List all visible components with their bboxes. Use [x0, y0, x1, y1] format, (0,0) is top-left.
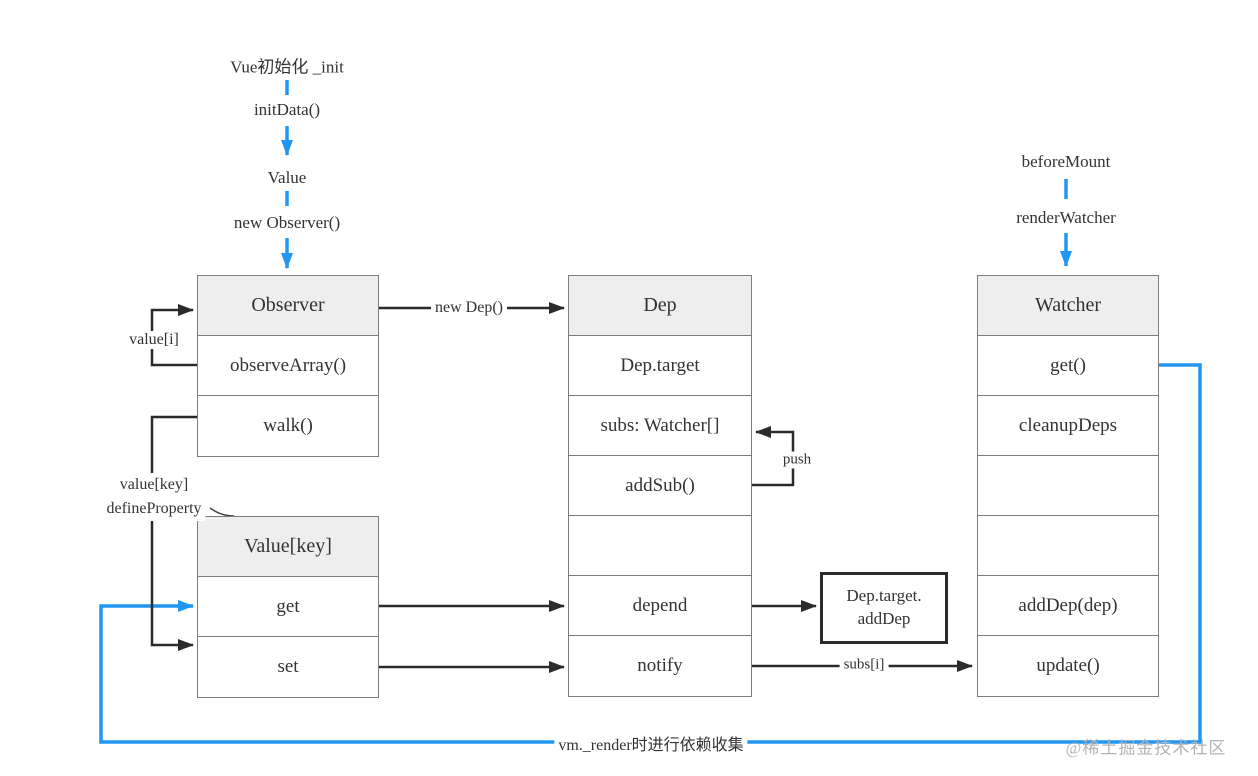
dep-depend-row: depend [569, 576, 751, 636]
label-defineproperty: defineProperty [106, 500, 202, 517]
observer-class-title: Observer [198, 276, 378, 336]
watcher-update-row: update() [978, 636, 1158, 696]
watcher-class-box: Watcher get() cleanupDeps addDep(dep) up… [977, 275, 1159, 697]
label-push: push [778, 451, 816, 469]
callout-line2: addDep [857, 609, 911, 628]
label-renderwatcher: renderWatcher [1012, 208, 1120, 228]
label-new-dep: new Dep() [431, 299, 507, 317]
label-new-observer: new Observer() [229, 213, 345, 233]
label-value: Value [263, 168, 311, 188]
dep-class-box: Dep Dep.target subs: Watcher[] addSub() … [568, 275, 752, 697]
dep-class-title: Dep [569, 276, 751, 336]
watcher-adddep-row: addDep(dep) [978, 576, 1158, 636]
init-flow-arrows [281, 80, 1072, 269]
dep-target-adddep-callout: Dep.target. addDep [820, 572, 948, 644]
defineproperty-leader-line [209, 507, 235, 517]
label-render-collect: vm._render时进行依赖收集 [554, 731, 748, 755]
dep-empty-row [569, 516, 751, 576]
arrow-walk-to-set [150, 415, 197, 651]
watcher-get-row: get() [978, 336, 1158, 396]
observer-method-observearray: observeArray() [198, 336, 378, 396]
label-valuekey-defineproperty: value[key] defineProperty [102, 473, 206, 521]
label-subs-i: subs[i] [839, 656, 889, 674]
label-vue-init: Vue初始化 _init [226, 52, 348, 78]
watcher-empty-row-1 [978, 456, 1158, 516]
valuekey-class-title: Value[key] [198, 517, 378, 577]
valuekey-class-box: Value[key] get set [197, 516, 379, 698]
watcher-class-title: Watcher [978, 276, 1158, 336]
juejin-watermark: @稀土掘金技术社区 [1065, 738, 1227, 758]
dep-notify-row: notify [569, 636, 751, 696]
observer-method-walk: walk() [198, 396, 378, 456]
label-beforemount: beforeMount [1017, 152, 1115, 172]
label-value-key: value[key] [119, 476, 189, 493]
dep-subs-row: subs: Watcher[] [569, 396, 751, 456]
valuekey-setter-row: set [198, 637, 378, 697]
label-value-i: value[i] [125, 331, 183, 349]
watcher-empty-row-2 [978, 516, 1158, 576]
dep-target-row: Dep.target [569, 336, 751, 396]
label-initdata: initData() [249, 100, 325, 120]
valuekey-getter-row: get [198, 577, 378, 637]
watcher-cleanupdeps-row: cleanupDeps [978, 396, 1158, 456]
observer-class-box: Observer observeArray() walk() [197, 275, 379, 457]
callout-line1: Dep.target. [846, 586, 922, 606]
dep-addsub-row: addSub() [569, 456, 751, 516]
